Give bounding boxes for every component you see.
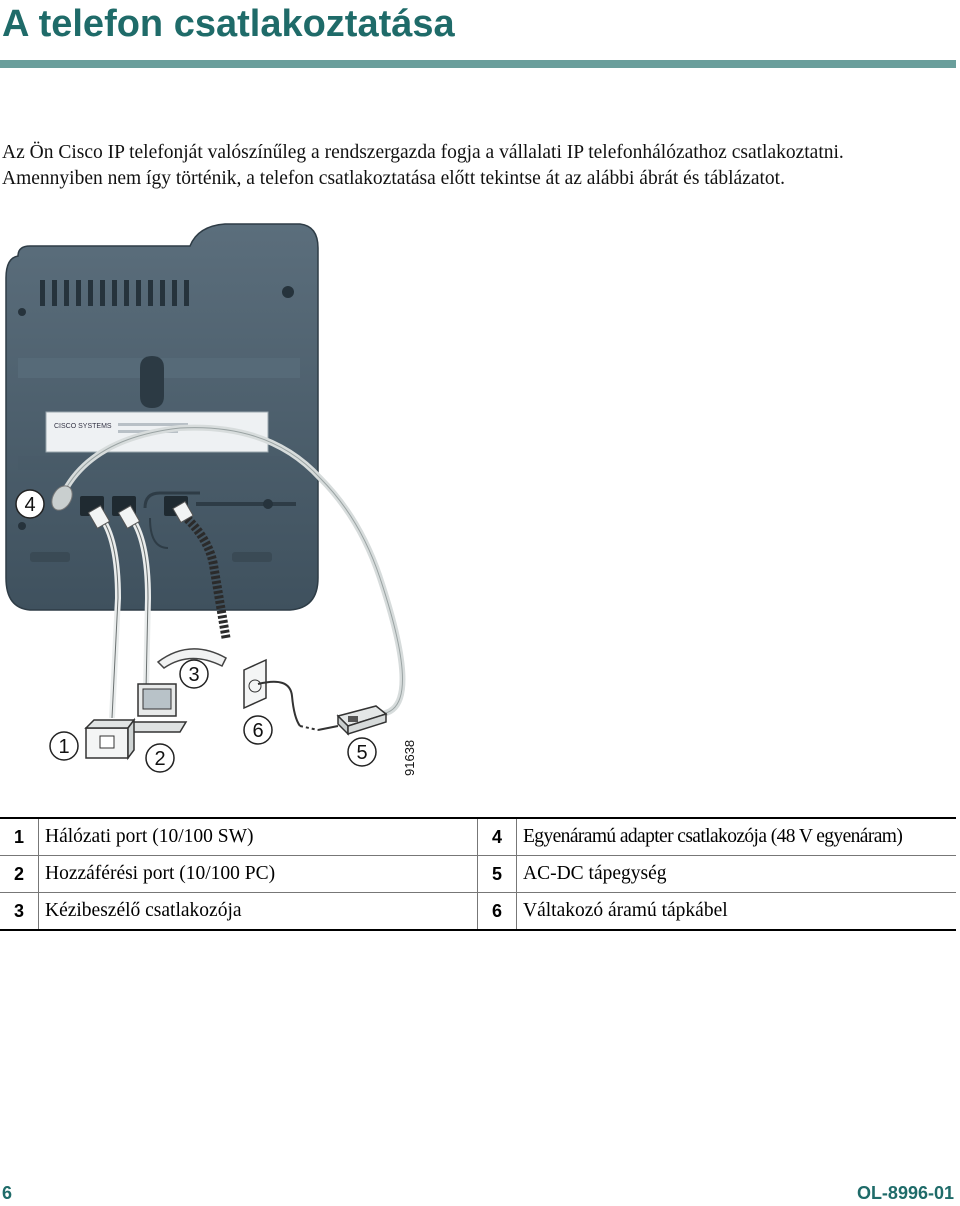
page-title: A telefon csatlakoztatása <box>2 3 455 45</box>
callout-6: 6 <box>243 715 273 745</box>
svg-text:6: 6 <box>252 720 263 742</box>
legend-text: AC-DC tápegység <box>516 855 956 893</box>
legend-num: 6 <box>477 892 517 930</box>
table-row: 1 Hálózati port (10/100 SW) 4 Egyenáramú… <box>0 818 956 856</box>
legend-text: Egyenáramú adapter csatlakozója (48 V eg… <box>516 818 956 856</box>
callout-1: 1 <box>49 731 79 761</box>
legend-table: 1 Hálózati port (10/100 SW) 4 Egyenáramú… <box>0 817 956 931</box>
svg-text:2: 2 <box>154 748 165 770</box>
svg-text:5: 5 <box>356 742 367 764</box>
page-number: 6 <box>2 1183 13 1203</box>
legend-num: 5 <box>477 855 517 893</box>
power-supply-icon <box>336 705 388 736</box>
legend-num: 2 <box>0 855 39 893</box>
callout-2: 2 <box>145 743 175 773</box>
legend-num: 1 <box>0 818 39 856</box>
svg-text:3: 3 <box>188 664 199 686</box>
phone-connection-figure: CISCO SYSTEMS <box>0 218 420 798</box>
network-switch-icon <box>84 717 136 761</box>
legend-num: 4 <box>477 818 517 856</box>
phone-back-body: CISCO SYSTEMS <box>5 223 319 611</box>
legend-text: Kézibeszélő csatlakozója <box>38 892 478 930</box>
figure-id: 91638 <box>402 740 417 776</box>
wall-outlet-icon <box>243 658 267 710</box>
cisco-logo-text: CISCO SYSTEMS <box>54 423 112 430</box>
phone-connection-diagram: CISCO SYSTEMS <box>5 223 417 776</box>
callout-3: 3 <box>179 659 209 689</box>
svg-text:4: 4 <box>24 494 35 516</box>
handset-icon <box>156 648 227 669</box>
callout-4: 4 <box>15 489 45 519</box>
legend-text: Hálózati port (10/100 SW) <box>38 818 478 856</box>
legend-text: Váltakozó áramú tápkábel <box>523 900 728 921</box>
document-id: OL-8996-01 <box>856 1183 954 1203</box>
table-row: 2 Hozzáférési port (10/100 PC) 5 AC-DC t… <box>0 855 956 893</box>
intro-line-1: Az Ön Cisco IP telefonját valószínűleg a… <box>2 142 844 163</box>
legend-num: 3 <box>0 892 39 930</box>
table-row: 3 Kézibeszélő csatlakozója 6 Váltakozó á… <box>0 892 956 930</box>
callout-5: 5 <box>347 737 377 767</box>
computer-icon <box>124 683 188 733</box>
svg-text:1: 1 <box>58 736 69 758</box>
legend-text: Hozzáférési port (10/100 PC) <box>38 855 478 893</box>
title-rule <box>0 60 956 68</box>
intro-paragraph: Az Ön Cisco IP telefonját valószínűleg a… <box>2 140 952 192</box>
intro-line-2: Amennyiben nem így történik, a telefon c… <box>2 168 785 189</box>
